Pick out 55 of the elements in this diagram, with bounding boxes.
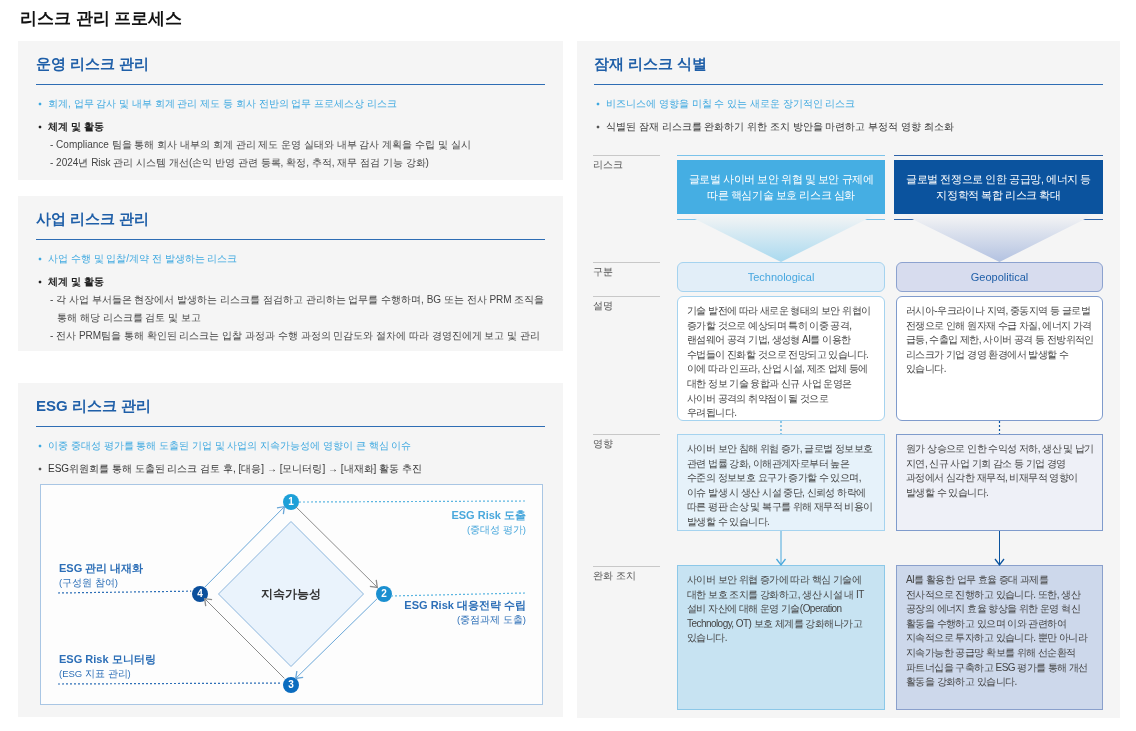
row-label: 구분 [593, 265, 613, 278]
leader-line [57, 590, 192, 594]
cycle-arrow [204, 598, 285, 679]
panel-card [18, 196, 563, 351]
arrow [994, 530, 1005, 566]
risk-box: 글로벌 전쟁으로 인한 공급망, 에너지 등 지정학적 복합 리스크 확대 [894, 160, 1103, 214]
step-title: ESG 관리 내재화 [59, 561, 145, 576]
step-subtitle: (중점과제 도출) [456, 613, 526, 627]
panel-card [18, 383, 563, 717]
cycle-frame [40, 484, 543, 705]
section-heading: ESG 리스크 관리 [36, 396, 152, 416]
arrow [775, 530, 787, 566]
row-label: 영향 [593, 437, 613, 450]
step-title: ESG Risk 대응전략 수립 [403, 598, 526, 613]
leader-line [57, 682, 283, 685]
step-subtitle: (중대성 평가) [466, 523, 526, 537]
list-item-text: - 각 사업 부서들은 현장에서 발생하는 리스크를 점검하고 관리하는 업무를 수행하며, BG 또는 전사 PRM 조직을 통해 해당 리스크를 검토 및 보고 [50, 293, 545, 325]
step-number-circle: 1 [283, 494, 299, 510]
step-subtitle: (구성원 참여) [59, 576, 119, 590]
cycle-arrow [204, 506, 285, 588]
category-box: Technological [677, 262, 885, 292]
impact-box: 사이버 보안 침해 위험 증가, 글로벌 정보보호 관련 법률 강화, 이해관계자로부터 높은 수준의 정보보호 요구가 증가할 수 있으며, 이슈 발생 시 생산 시설 중단, 신뢰성 하락에 따른 평판 손상 및 복구를 위해 재무적 비용이 발생할 수 있습니다. [677, 434, 885, 531]
step-number-circle: 2 [376, 586, 392, 602]
dotted-connector [998, 420, 1001, 435]
row-label: 설명 [593, 299, 613, 312]
description-box: 러시아-우크라이나 지역, 중동지역 등 글로벌 전쟁으로 인해 원자재 수급 차질, 에너지 가격 급등, 수출입 제한, 사이버 공격 등 전방위적인 리스크가 기업 경영 환경에서 발생할 수 있습니다. [896, 296, 1103, 421]
mitigation-box: AI를 활용한 업무 효율 증대 과제를 전사적으로 진행하고 있습니다. 또한, 생산 공장의 에너지 효율 향상을 위한 운영 혁신 활동을 수행하고 있으며 이와 관련하여 지속적으로 투자하고 있습니다. 뿐만 아니라 지속가능한 공급망 확보를 위해 선순환적 파트너십을 구축하고 ESG 평가를 통해 개선 활동을 강화하고 있습니다. [896, 565, 1103, 710]
step-title: ESG Risk 도출 [450, 508, 526, 523]
mitigation-box: 사이버 보안 위협 증가에 따라 핵심 기술에 대한 보호 조치를 강화하고, 생산 시설 내 IT 설비 자산에 대해 운영 기술(Operation Technology, OT) 보호 체계를 강화해나가고 있습니다. [677, 565, 885, 710]
diamond-label: 지속가능성 [260, 586, 322, 603]
panel-card [577, 41, 1120, 718]
risk-box: 글로벌 사이버 보안 위협 및 보안 규제에 따른 핵심기술 보호 리스크 심화 [677, 160, 885, 214]
dotted-connector [780, 420, 782, 435]
category-box: Geopolitical [896, 262, 1103, 292]
section-heading: 잠재 리스크 식별 [594, 54, 709, 74]
list-item-text: - Compliance 팀을 통해 회사 내부의 회계 관리 제도 운영 실태와 내부 감사 계획을 수립 및 실시 [50, 138, 472, 152]
list-item-text: - 2024년 Risk 관리 시스템 개선(손익 반영 관련 등록, 확정, 추적, 재무 점검 기능 강화) [50, 156, 430, 170]
row-label: 완화 조치 [593, 569, 636, 582]
page-title: 리스크 관리 프로세스 [20, 8, 183, 30]
cycle-arrow [295, 506, 378, 588]
section-heading: 사업 리스크 관리 [36, 209, 151, 229]
leader-line [389, 592, 526, 597]
diamond-shape [218, 521, 364, 667]
step-number-circle: 4 [192, 586, 208, 602]
step-number-circle: 3 [283, 677, 299, 693]
row-label: 리스크 [593, 158, 623, 171]
impact-box: 원가 상승으로 인한 수익성 저하, 생산 및 납기 지연, 신규 사업 기회 감소 등 기업 경영 과정에서 심각한 재무적, 비재무적 영향이 발생할 수 있습니다. [896, 434, 1103, 531]
leader-line [297, 500, 526, 503]
step-subtitle: (ESG 지표 관리) [59, 667, 132, 681]
description-box: 기술 발전에 따라 새로운 형태의 보안 위협이 증가할 것으로 예상되며 특히 이중 공격, 랜섬웨어 공격 기법, 생성형 AI를 이용한 수법들이 진화할 것으로 전망되고 있습니다. 이에 따라 인프라, 산업 시설, 제조 업체 등에 대한 정보 기술 융합과 신규 사업 운영은 사이버 공격의 취약점이 될 것으로 우려됩니다. [677, 296, 885, 421]
section-heading: 운영 리스크 관리 [36, 54, 151, 74]
list-item-text: - 전사 PRM팀을 통해 확인된 리스크는 입찰 과정과 수행 과정의 민감도와 절차에 따라 경영진에게 보고 및 관리 [50, 329, 541, 343]
cycle-arrow [295, 598, 378, 680]
panel-card [18, 41, 563, 180]
step-title: ESG Risk 모니터링 [59, 652, 157, 667]
